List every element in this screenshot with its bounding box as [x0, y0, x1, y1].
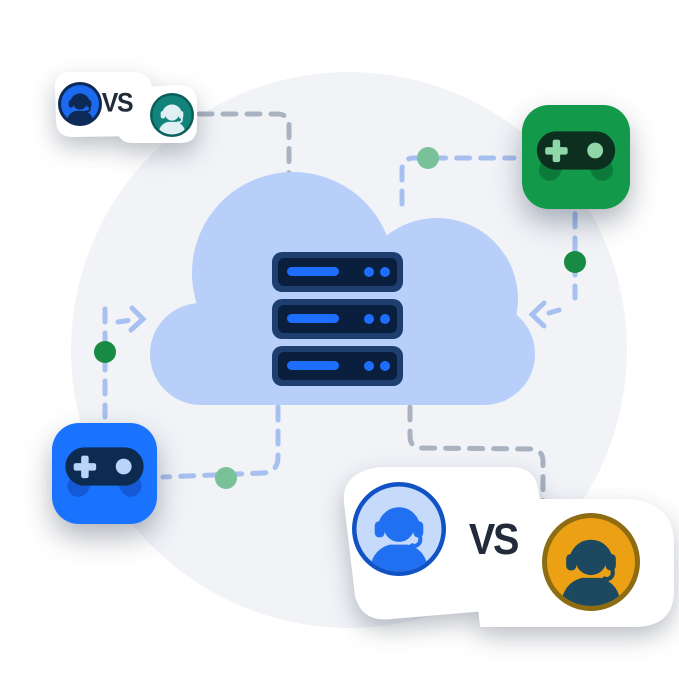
server-led: [364, 361, 374, 371]
connector-topleft-badge-to-cloud: [196, 111, 292, 195]
node-dot-light-top: [417, 147, 439, 169]
server-rack-unit-3: [272, 346, 403, 386]
player-avatar-blue-small: [58, 82, 102, 126]
node-dot-dark-left: [94, 341, 116, 363]
game-tile-green: [522, 105, 630, 209]
server-led: [364, 267, 374, 277]
arrow-right-dash: [546, 307, 562, 316]
matchup-badge-bottom-right: [343, 467, 674, 627]
vs-label-top-left: VS: [101, 87, 134, 118]
server-slot-light: [287, 361, 339, 370]
matchup-badge-top-left: [54, 72, 197, 143]
node-dot-light-bottom: [215, 467, 237, 489]
server-rack-unit-2: [272, 299, 403, 339]
server-rack-unit-1: [272, 252, 403, 292]
connector-cloud-to-blue-tile: [160, 404, 281, 480]
arrow-left-dash: [115, 318, 131, 325]
connector-cloud-to-bottomright-badge: [407, 404, 546, 506]
server-led: [364, 314, 374, 324]
server-led: [380, 314, 390, 324]
cloud-arrows: [115, 300, 562, 333]
connector-cloud-to-green-tile: [399, 155, 517, 207]
player-avatar-teal: [150, 93, 194, 137]
arrow-into-cloud-left: [128, 305, 147, 333]
server-led: [380, 361, 390, 371]
server-rack-icon: [272, 252, 403, 386]
vs-label-bottom-right: VS: [468, 515, 520, 564]
game-tile-blue: [52, 423, 157, 524]
network-node-dots: [94, 147, 586, 489]
server-led: [380, 267, 390, 277]
player-avatar-blue-large: [352, 482, 446, 576]
player-avatar-orange: [542, 513, 640, 611]
server-slot-light: [287, 314, 339, 323]
gray-dashed-connectors: [196, 111, 546, 506]
server-slot-light: [287, 267, 339, 276]
node-dot-dark-right: [564, 251, 586, 273]
arrow-into-cloud-right: [528, 300, 547, 329]
